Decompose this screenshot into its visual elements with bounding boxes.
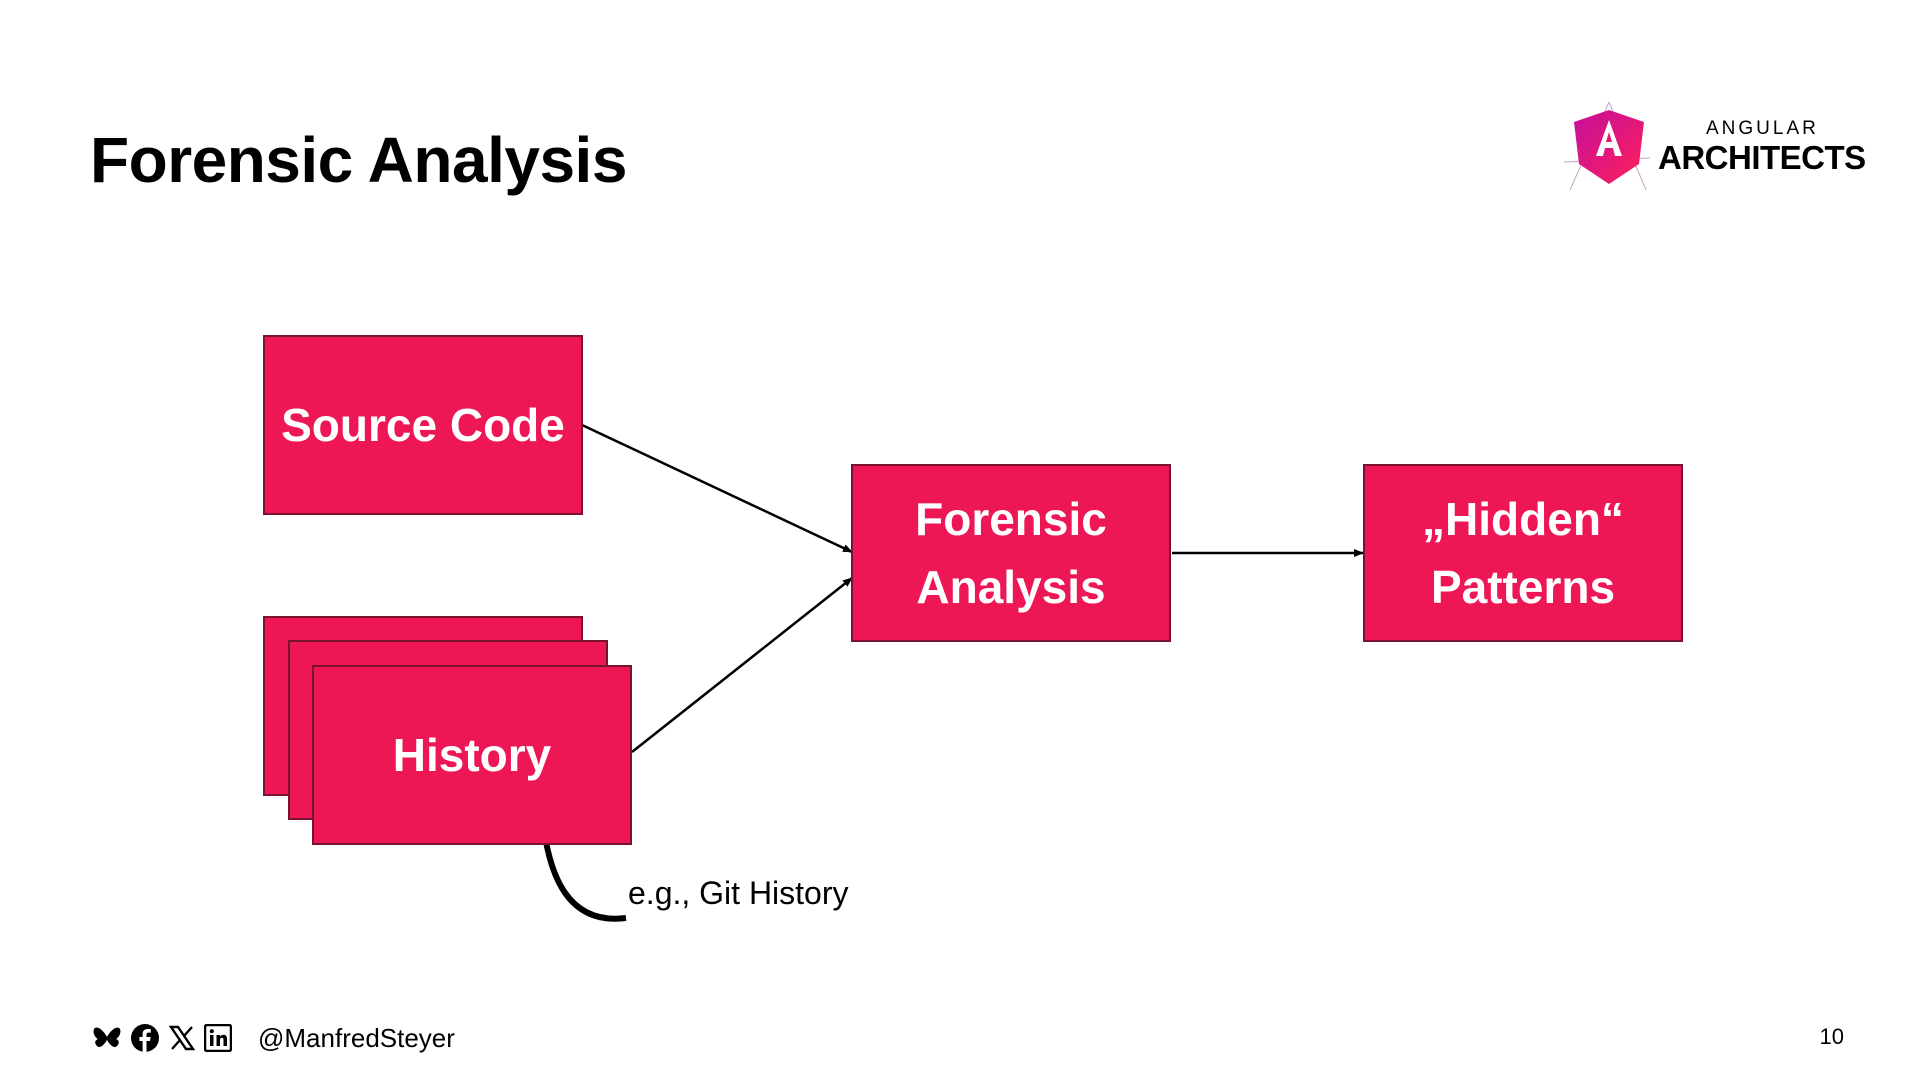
logo-line-1: ANGULAR [1706, 118, 1819, 139]
source-code-label: Source Code [281, 399, 565, 451]
x-icon[interactable] [168, 1024, 196, 1052]
arrow-source-to-analysis [581, 423, 853, 554]
hidden-patterns-box: „Hidden“ Patterns [1363, 464, 1683, 642]
bluesky-icon[interactable] [92, 1023, 122, 1053]
twitter-handle[interactable]: @ManfredSteyer [258, 1022, 455, 1053]
hidden-patterns-label: „Hidden“ Patterns [1422, 493, 1624, 613]
arrow-history-to-analysis [631, 577, 853, 753]
angular-architects-logo: ANGULAR ARCHITECTS [1562, 98, 1866, 198]
facebook-icon[interactable] [130, 1023, 160, 1053]
source-code-box: Source Code [263, 335, 583, 515]
page-number: 10 [1819, 1024, 1844, 1049]
forensic-analysis-label: Forensic Analysis [915, 493, 1107, 613]
git-history-note: e.g., Git History [628, 875, 849, 911]
footer-social: @ManfredSteyer [92, 1020, 455, 1056]
angular-logo-icon [1563, 101, 1651, 191]
logo-line-2: ARCHITECTS [1658, 139, 1866, 176]
history-box: History [312, 665, 632, 845]
linkedin-icon[interactable] [204, 1024, 232, 1052]
history-label: History [392, 729, 552, 781]
forensic-analysis-box: Forensic Analysis [851, 464, 1171, 642]
slide-title: Forensic Analysis [90, 124, 627, 196]
